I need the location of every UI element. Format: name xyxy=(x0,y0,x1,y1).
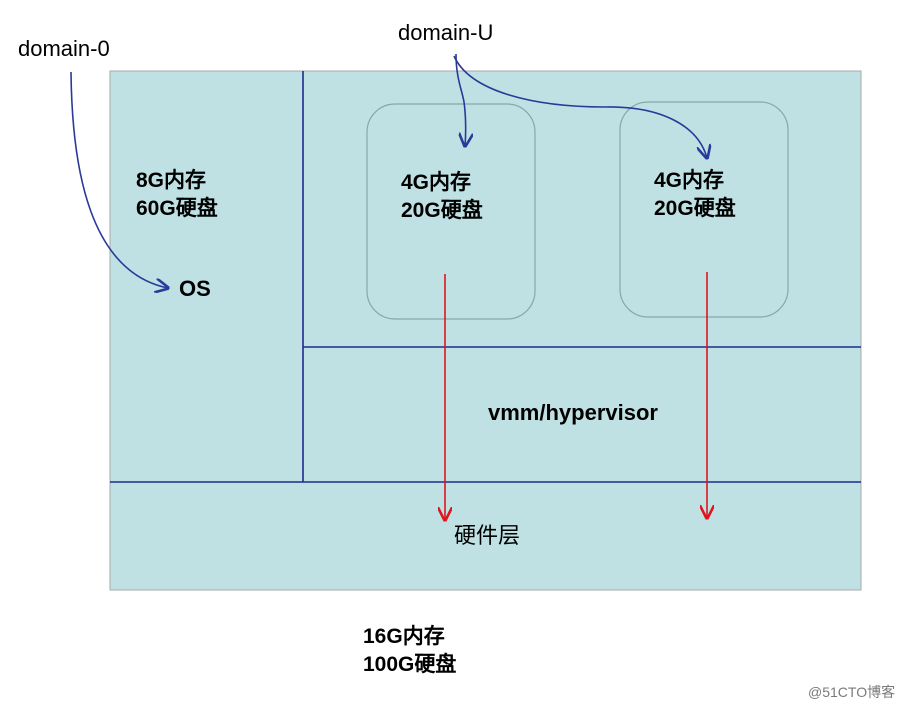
host-disk: 100G硬盘 xyxy=(363,653,457,677)
domain0-arrow xyxy=(70,71,168,288)
vm2-spec: 4G内存 20G硬盘 xyxy=(654,167,736,224)
domain0-spec: 8G内存 60G硬盘 xyxy=(136,167,218,224)
vm1-memory: 4G内存 xyxy=(401,171,472,194)
vm2-memory: 4G内存 xyxy=(654,169,725,192)
domainU-arrow-vm2 xyxy=(453,55,707,158)
host-spec: 16G内存 100G硬盘 xyxy=(363,623,456,680)
domainU-arrow-vm1 xyxy=(455,53,466,146)
domain0-label: domain-0 xyxy=(18,36,110,61)
os-label: OS xyxy=(179,276,211,301)
domain0-memory: 8G内存 xyxy=(136,169,207,192)
watermark: @51CTO博客 xyxy=(808,684,896,700)
hardware-label: 硬件层 xyxy=(454,523,521,548)
vm2-disk: 20G硬盘 xyxy=(654,197,736,221)
vm-box-1 xyxy=(366,103,536,320)
vm-box-2 xyxy=(619,101,789,318)
host-memory: 16G内存 xyxy=(363,625,445,648)
vm1-spec: 4G内存 20G硬盘 xyxy=(401,169,483,226)
domainU-label: domain-U xyxy=(398,20,494,45)
vm1-disk: 20G硬盘 xyxy=(401,199,483,223)
domain0-disk: 60G硬盘 xyxy=(136,197,218,221)
hypervisor-label: vmm/hypervisor xyxy=(488,400,658,425)
